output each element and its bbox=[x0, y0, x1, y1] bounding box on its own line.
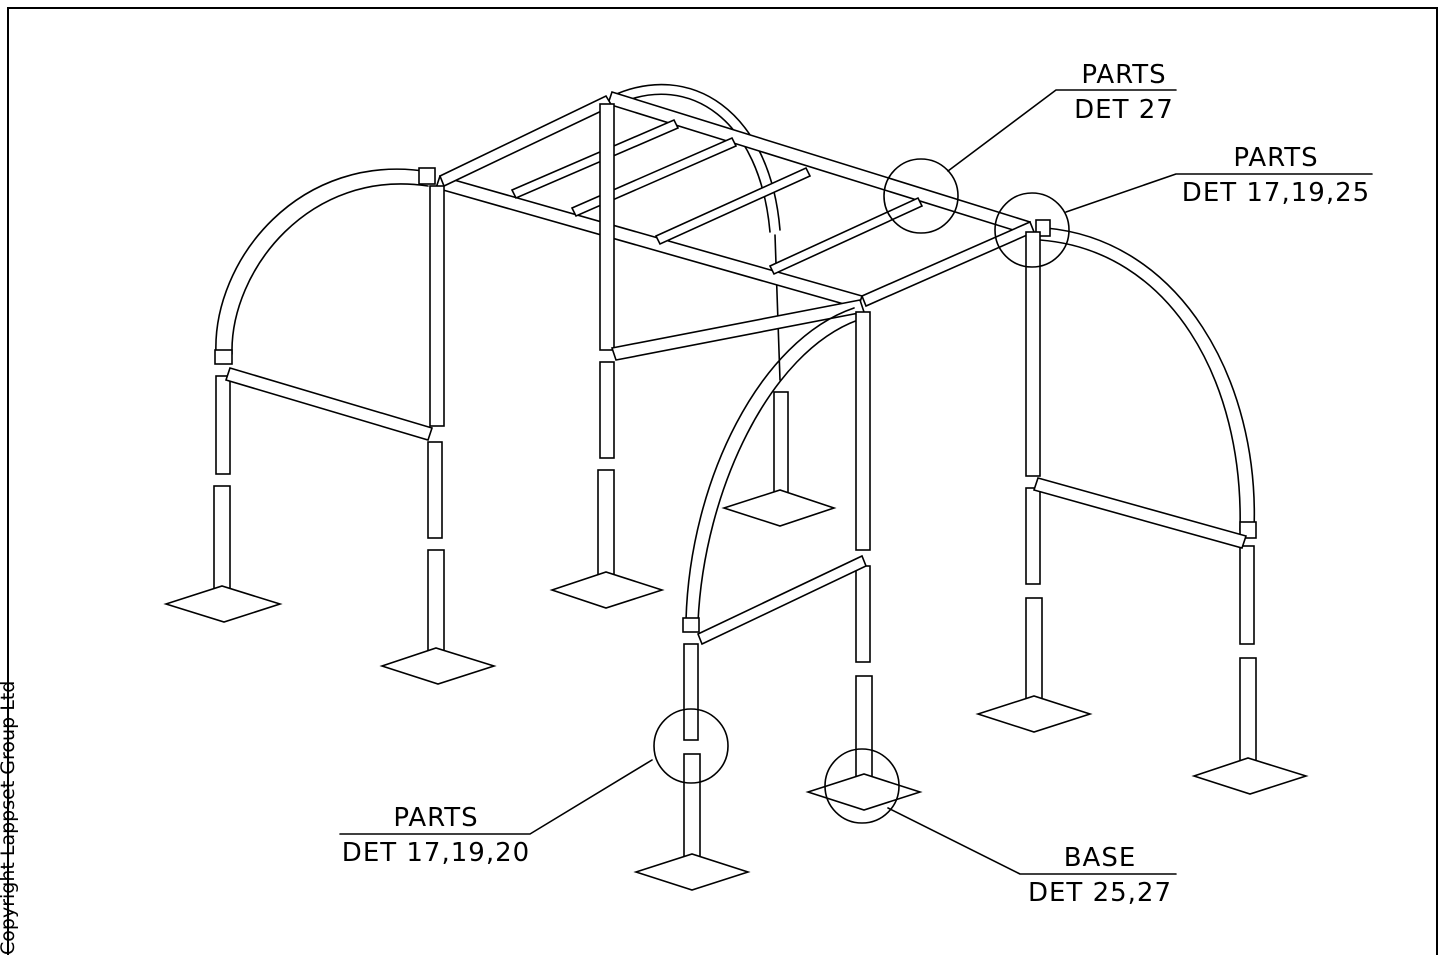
leader-det-17-19-20 bbox=[339, 759, 653, 835]
callout-base-det-25-27: BASE DET 25,27 bbox=[1028, 843, 1172, 908]
callout-title: BASE bbox=[1064, 843, 1137, 873]
callout-ref: DET 25,27 bbox=[1028, 878, 1172, 908]
leader-base bbox=[887, 807, 1177, 875]
detail-circle-det-27 bbox=[883, 158, 959, 234]
drawing-frame bbox=[7, 7, 1438, 955]
callout-ref: DET 17,19,25 bbox=[1182, 178, 1370, 208]
detail-markers bbox=[339, 89, 1373, 875]
callout-parts-det-17-19-25: PARTS DET 17,19,25 bbox=[1182, 143, 1370, 208]
detail-circle-base bbox=[824, 748, 900, 824]
detail-circle-det-17-19-25 bbox=[994, 192, 1070, 268]
leader-det-27 bbox=[947, 89, 1177, 172]
callout-title: PARTS bbox=[1233, 143, 1318, 173]
copyright-text: Copyright Lappset Group Ltd bbox=[0, 681, 19, 955]
leader-det-17-19-25 bbox=[1065, 173, 1373, 213]
callout-parts-det-27: PARTS DET 27 bbox=[1074, 60, 1174, 125]
callout-title: PARTS bbox=[393, 803, 478, 833]
callout-ref: DET 17,19,20 bbox=[342, 838, 530, 868]
callout-ref: DET 27 bbox=[1074, 95, 1174, 125]
detail-circle-det-17-19-20 bbox=[653, 708, 729, 784]
callout-title: PARTS bbox=[1081, 60, 1166, 90]
frame-structure bbox=[163, 83, 1309, 891]
callout-parts-det-17-19-20: PARTS DET 17,19,20 bbox=[342, 803, 530, 868]
